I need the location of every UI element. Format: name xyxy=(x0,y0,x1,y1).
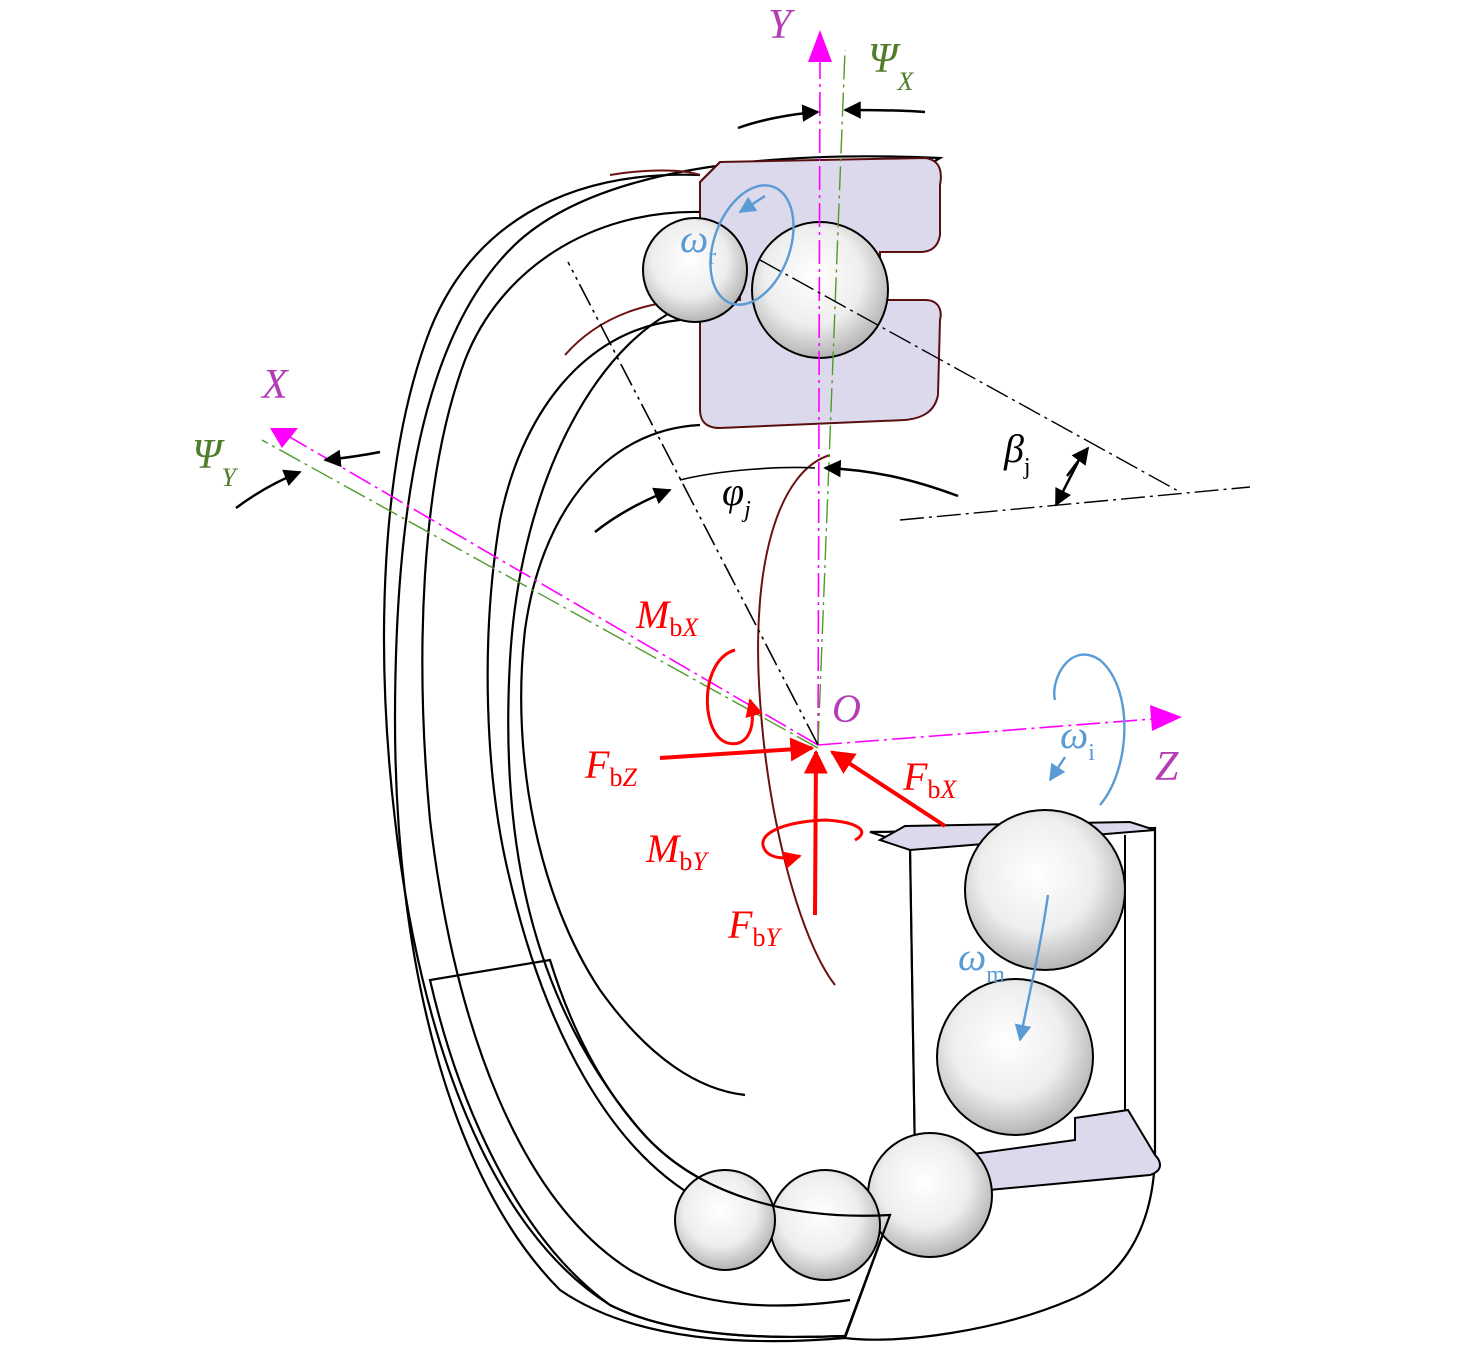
label-axis-z: Z xyxy=(1155,744,1179,790)
m-bx-loop xyxy=(705,648,763,746)
label-origin: O xyxy=(832,686,861,731)
outer-ring-front-bottom xyxy=(428,958,892,1339)
omega-m-arrow xyxy=(1014,894,1050,1042)
labels: Y X Z O ΨX ΨY ωr ωi ωm φj βj MbX MbY xyxy=(192,2,1179,988)
axes xyxy=(261,30,1251,749)
omega-i-loop xyxy=(1053,653,1126,806)
omega-r-loop xyxy=(709,184,795,306)
psi-y-arc-upper xyxy=(323,449,381,468)
rotations xyxy=(709,184,1126,1042)
z-axis-arrow xyxy=(1150,705,1182,731)
label-m-bx: MbX xyxy=(635,592,699,642)
inner-raceway xyxy=(520,423,746,1097)
beta-arrow-down xyxy=(1054,461,1080,507)
label-f-bz: FbZ xyxy=(584,742,637,792)
label-axis-x: X xyxy=(260,362,290,408)
y-axis-line xyxy=(817,54,821,746)
label-phi-j: φj xyxy=(722,469,751,523)
label-psi-y: ΨY xyxy=(192,432,239,492)
beta-line-2 xyxy=(899,486,1251,521)
omega-i-arrow xyxy=(1048,756,1067,782)
x-axis-arrow xyxy=(270,428,298,448)
label-omega-r: ωr xyxy=(680,216,716,270)
x-prime-axis-line xyxy=(261,439,819,749)
label-f-by: FbY xyxy=(727,902,782,952)
inner-ring-edge xyxy=(757,454,836,986)
f-bz-arrow xyxy=(659,737,815,762)
loads xyxy=(659,648,947,916)
label-omega-m: ωm xyxy=(958,934,1005,988)
y-axis-arrow xyxy=(808,30,832,62)
ball-right-2 xyxy=(936,978,1094,1136)
z-axis-line xyxy=(817,717,1166,746)
phi-arc-mid xyxy=(679,466,816,481)
x-axis-line xyxy=(282,432,819,746)
label-f-bx: FbX xyxy=(902,754,957,804)
ball-bottom-1 xyxy=(867,1132,993,1258)
outer-ring-rim-2 xyxy=(421,210,851,1307)
contact-line xyxy=(567,261,819,746)
beta-line-1 xyxy=(759,259,1181,493)
phi-arc-left xyxy=(594,487,672,533)
label-psi-x: ΨX xyxy=(868,36,915,96)
omega-r-arrow xyxy=(738,194,766,214)
y-prime-axis-line xyxy=(817,49,846,746)
psi-x-arc-right xyxy=(843,101,926,119)
psi-y-arc-lower xyxy=(235,469,302,510)
label-axis-y: Y xyxy=(768,2,796,48)
angle-arrows xyxy=(235,101,1090,533)
label-omega-i: ωi xyxy=(1060,712,1095,766)
phi-arc-right xyxy=(823,459,959,498)
label-beta-j: βj xyxy=(1003,426,1031,480)
top-ring-edge-2 xyxy=(609,169,701,176)
ball-right-1 xyxy=(964,809,1126,971)
m-by-loop xyxy=(761,818,864,869)
f-by-arrow xyxy=(803,749,828,916)
f-bx-arrow xyxy=(829,750,947,828)
outer-ring-back xyxy=(393,155,944,1343)
ball-bottom-3 xyxy=(674,1169,776,1271)
label-m-by: MbY xyxy=(645,826,709,876)
psi-x-arc-left xyxy=(737,104,820,130)
